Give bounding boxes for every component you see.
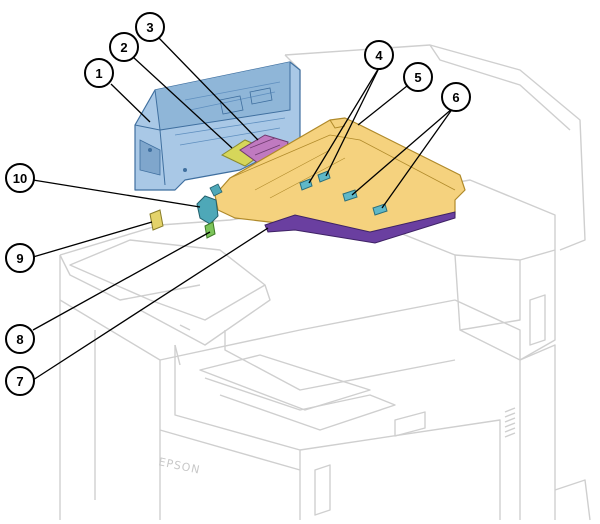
callout-3: 3	[135, 12, 165, 42]
brand-logo-text: EPSON	[157, 455, 201, 477]
callout-2: 2	[109, 32, 139, 62]
callout-6: 6	[441, 82, 471, 112]
callout-1: 1	[84, 58, 114, 88]
callout-4-label: 4	[375, 48, 383, 63]
callout-3-label: 3	[146, 20, 153, 35]
callout-9-label: 9	[16, 251, 23, 266]
callout-8-label: 8	[16, 332, 23, 347]
callout-10: 10	[5, 163, 35, 193]
callout-4: 4	[364, 40, 394, 70]
callout-7: 7	[5, 366, 35, 396]
callout-10-label: 10	[13, 171, 27, 186]
callout-6-label: 6	[452, 90, 459, 105]
callout-9: 9	[5, 243, 35, 273]
callout-5: 5	[403, 62, 433, 92]
callout-7-label: 7	[16, 374, 23, 389]
callout-5-label: 5	[414, 70, 421, 85]
part-9-block	[149, 209, 164, 231]
printer-body	[59, 44, 591, 521]
callout-8: 8	[5, 324, 35, 354]
callout-1-label: 1	[95, 66, 102, 81]
callout-lines	[32, 36, 454, 381]
lever-parts	[196, 183, 223, 239]
callout-2-label: 2	[120, 40, 127, 55]
feeder-tray	[214, 117, 466, 244]
